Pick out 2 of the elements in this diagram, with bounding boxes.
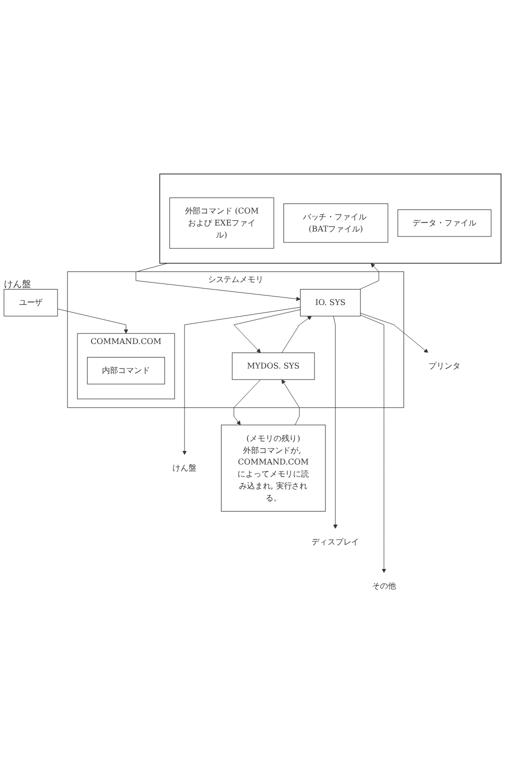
cluster	[159, 174, 502, 264]
node-caption: けん盤	[4, 278, 31, 291]
